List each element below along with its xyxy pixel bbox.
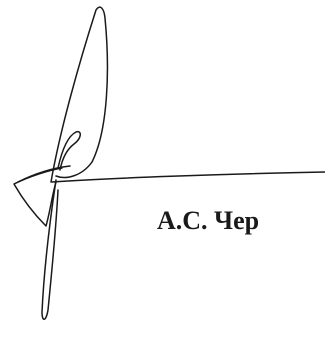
signer-name: А.С. Чер [157, 206, 260, 235]
